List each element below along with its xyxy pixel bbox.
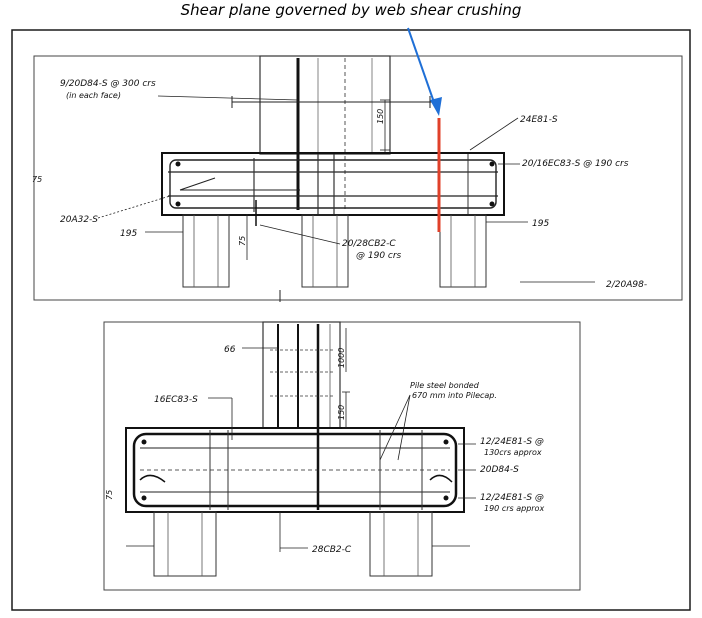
bottom-column	[262, 321, 341, 429]
bottom-section-drawing	[103, 321, 581, 591]
label-dim-195-left: 195	[120, 229, 137, 239]
top-pile-left	[182, 214, 230, 288]
label-dim-150-top: 150	[376, 109, 385, 124]
bottom-pile-right	[369, 511, 433, 577]
label-20-28cb2-1: 20/28CB2-C	[342, 239, 396, 249]
label-16ec83: 16EC83-S	[154, 395, 198, 405]
label-pile-note-2: 670 mm into Pilecap.	[412, 391, 497, 400]
top-pile-cap	[161, 152, 505, 216]
label-12-24e81-b1: 12/24E81-S @	[480, 493, 544, 503]
label-12-24e81-a2: 130crs approx	[484, 448, 542, 457]
label-edge-mark: 75	[32, 175, 42, 184]
annotation-arrow-shaft	[407, 27, 437, 109]
label-dim-75-bottom: 75	[105, 490, 114, 500]
label-20a32: 20A32-S	[60, 215, 98, 225]
label-dim-66: 66	[224, 345, 236, 355]
label-bars-each-face-1: 9/20D84-S @ 300 crs	[60, 79, 156, 89]
label-20d84: 20D84-S	[480, 465, 519, 475]
label-24e81: 24E81-S	[520, 115, 558, 125]
top-column	[259, 55, 391, 155]
label-dim-195-right: 195	[532, 219, 549, 229]
label-pile-note-1: Pile steel bonded	[410, 381, 480, 390]
outer-frame	[11, 29, 691, 611]
bottom-drawing-border	[103, 321, 581, 591]
figure-caption: Shear plane governed by web shear crushi…	[180, 1, 522, 19]
top-pile-middle	[301, 214, 349, 288]
label-dim-150-bottom: 150	[337, 405, 346, 420]
label-20-16ec83: 20/16EC83-S @ 190 crs	[522, 159, 629, 169]
annotation-arrow-head	[430, 97, 442, 116]
label-bars-each-face-2: (in each face)	[66, 91, 121, 100]
top-pile-right	[439, 214, 487, 288]
bottom-pile-left	[153, 511, 217, 577]
label-dim-1000: 1000	[337, 348, 346, 368]
label-28cb2: 28CB2-C	[312, 545, 352, 555]
label-2-20a98: 2/20A98-	[606, 280, 647, 290]
label-dim-75-top: 75	[238, 236, 247, 246]
top-drawing-border	[33, 55, 683, 301]
top-section-drawing	[33, 55, 683, 302]
label-12-24e81-a1: 12/24E81-S @	[480, 437, 544, 447]
label-12-24e81-b2: 190 crs approx	[484, 504, 544, 513]
label-20-28cb2-2: @ 190 crs	[356, 251, 402, 261]
